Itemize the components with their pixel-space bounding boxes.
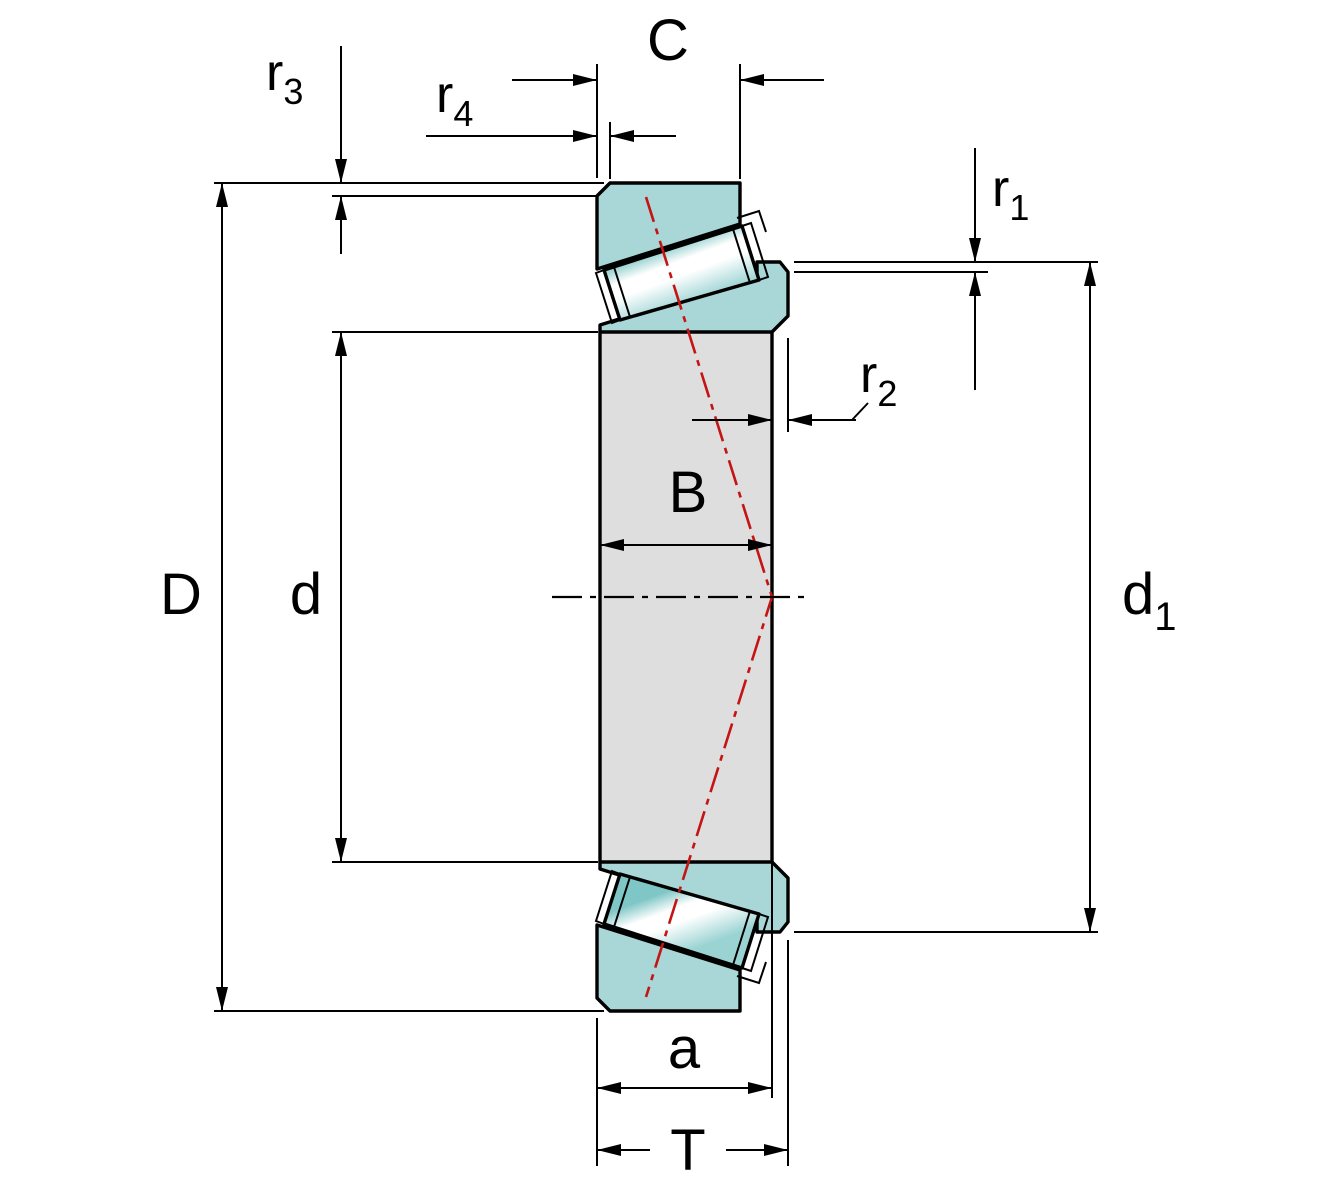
arrowhead-B-left bbox=[600, 539, 624, 551]
arrowhead-r3-lower bbox=[335, 196, 347, 220]
outer-ring-cup-bottom-section bbox=[595, 923, 742, 1013]
arrowhead-r4-right bbox=[610, 130, 634, 142]
arrowhead-D-bottom bbox=[216, 987, 228, 1011]
arrowhead-B-right bbox=[748, 539, 772, 551]
label-chamfer-r4: r4 bbox=[436, 66, 473, 134]
roller-small-end-face-top bbox=[594, 268, 622, 325]
label-bore-diameter-d: d bbox=[290, 562, 322, 627]
arrowhead-a-left bbox=[597, 1082, 621, 1094]
extension-lines bbox=[214, 64, 1098, 1166]
label-r4-sub: 4 bbox=[453, 93, 473, 134]
arrowhead-r1-upper bbox=[969, 238, 981, 262]
label-r1-base: r bbox=[992, 160, 1009, 218]
roller-large-end-face-bottom bbox=[740, 912, 770, 973]
arrowhead-d-bottom bbox=[335, 838, 347, 862]
label-cup-width-C: C bbox=[647, 8, 689, 73]
label-chamfer-r1: r1 bbox=[992, 160, 1029, 228]
arrowhead-d1-bottom bbox=[1084, 908, 1096, 932]
arrowhead-r2-right bbox=[788, 414, 812, 426]
arrowhead-a-right bbox=[748, 1082, 772, 1094]
roller-end-line bbox=[732, 910, 751, 966]
label-total-width-T: T bbox=[670, 1118, 705, 1183]
label-d1-base: d bbox=[1122, 562, 1154, 627]
roller-end-line bbox=[613, 876, 631, 928]
label-cone-width-B: B bbox=[669, 460, 708, 525]
label-d1-sub: 1 bbox=[1154, 595, 1176, 639]
arrowhead-r1-lower bbox=[969, 272, 981, 296]
roller-end-line bbox=[732, 228, 751, 284]
arrowheads bbox=[216, 74, 1096, 1156]
arrowhead-r3-upper bbox=[335, 159, 347, 183]
cage-hook-bottom bbox=[736, 961, 767, 985]
arrowhead-D-top bbox=[216, 183, 228, 207]
label-chamfer-r3: r3 bbox=[266, 44, 303, 112]
label-r3-sub: 3 bbox=[283, 71, 303, 112]
label-rib-diameter-d1: d1 bbox=[1122, 562, 1177, 639]
arrowhead-d-top bbox=[335, 332, 347, 356]
arrowhead-r2-left bbox=[748, 414, 772, 426]
label-r1-sub: 1 bbox=[1009, 187, 1029, 228]
arrowhead-T-left bbox=[597, 1144, 621, 1156]
label-r4-base: r bbox=[436, 66, 453, 124]
dim-leader-r2 bbox=[851, 402, 869, 421]
label-r2-base: r bbox=[860, 346, 877, 404]
arrowhead-r4-left bbox=[573, 130, 597, 142]
roller-end-line bbox=[613, 266, 631, 318]
arrowhead-C-left bbox=[573, 74, 597, 86]
label-r2-sub: 2 bbox=[877, 373, 897, 414]
roller-small-end-face-bottom bbox=[594, 869, 622, 926]
arrowhead-C-right bbox=[740, 74, 764, 86]
arrowhead-d1-top bbox=[1084, 262, 1096, 286]
label-r3-base: r bbox=[266, 44, 283, 102]
cage-hook-top bbox=[736, 209, 767, 233]
roller-large-end-face-top bbox=[740, 221, 770, 282]
label-chamfer-r2: r2 bbox=[860, 346, 897, 414]
outer-ring-cup-top-section bbox=[595, 181, 742, 271]
label-pressure-center-a: a bbox=[668, 1016, 701, 1081]
arrowhead-T-right bbox=[764, 1144, 788, 1156]
label-outer-diameter-D: D bbox=[160, 562, 202, 627]
